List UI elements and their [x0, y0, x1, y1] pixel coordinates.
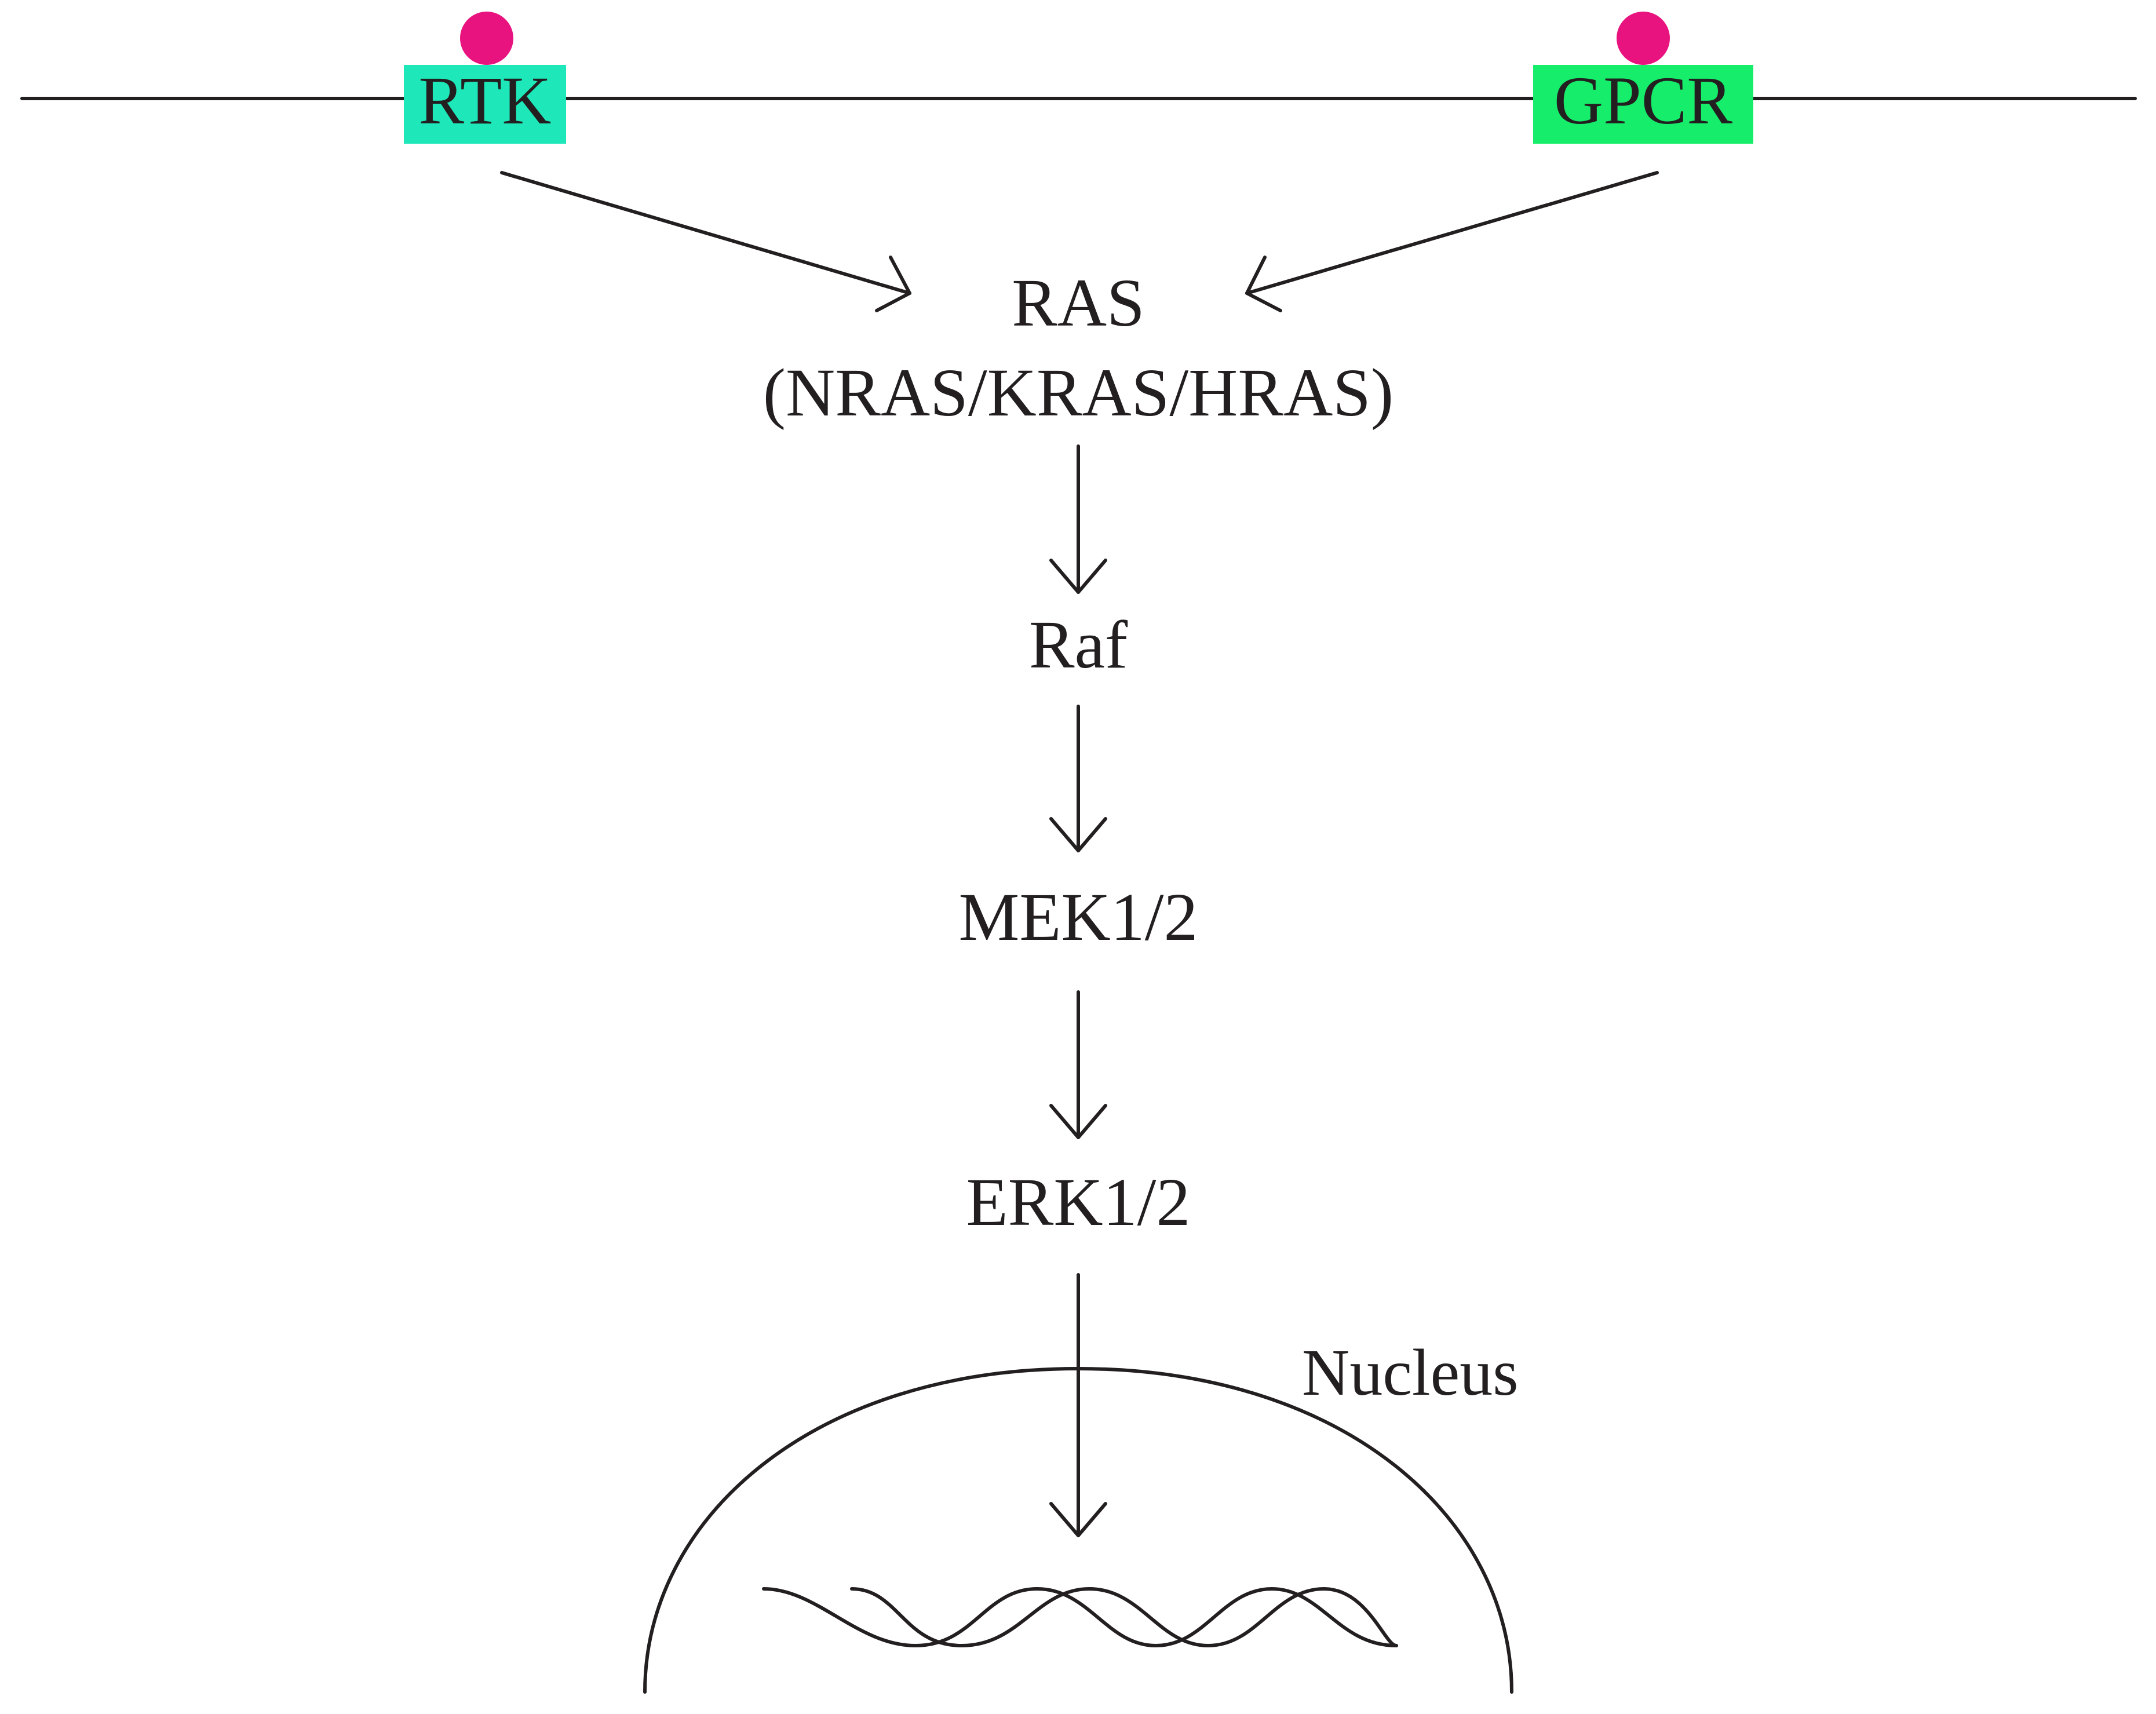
rtk-ligand	[460, 12, 513, 65]
raf-to-mek-arrow	[1049, 705, 1107, 852]
gpcr-label: GPCR	[1554, 63, 1733, 138]
dna-strand-b	[850, 1587, 1398, 1647]
dna-strand-a	[762, 1587, 1398, 1647]
raf-label: Raf	[1029, 607, 1128, 683]
rtk-label: RTK	[419, 63, 552, 138]
gpcr-receptor: GPCR	[1533, 12, 1753, 144]
ras-label: RAS	[1012, 265, 1145, 341]
ras-isoforms-label: (NRAS/KRAS/HRAS)	[763, 355, 1393, 431]
rtk-to-ras-arrow	[500, 171, 911, 312]
dna-helix-icon	[762, 1587, 1398, 1647]
gpcr-to-ras-arrow	[1245, 171, 1659, 312]
gpcr-box	[1533, 65, 1753, 144]
mek-label: MEK1/2	[959, 879, 1198, 955]
ras-to-raf-arrow	[1049, 444, 1107, 594]
rtk-box	[404, 65, 566, 144]
gpcr-ligand	[1617, 12, 1670, 65]
mek-to-erk-arrow	[1049, 990, 1107, 1139]
erk-label: ERK1/2	[966, 1164, 1191, 1240]
erk-to-dna-arrow	[1049, 1273, 1107, 1537]
nucleus-label: Nucleus	[1302, 1336, 1519, 1409]
rtk-receptor: RTK	[404, 12, 566, 144]
